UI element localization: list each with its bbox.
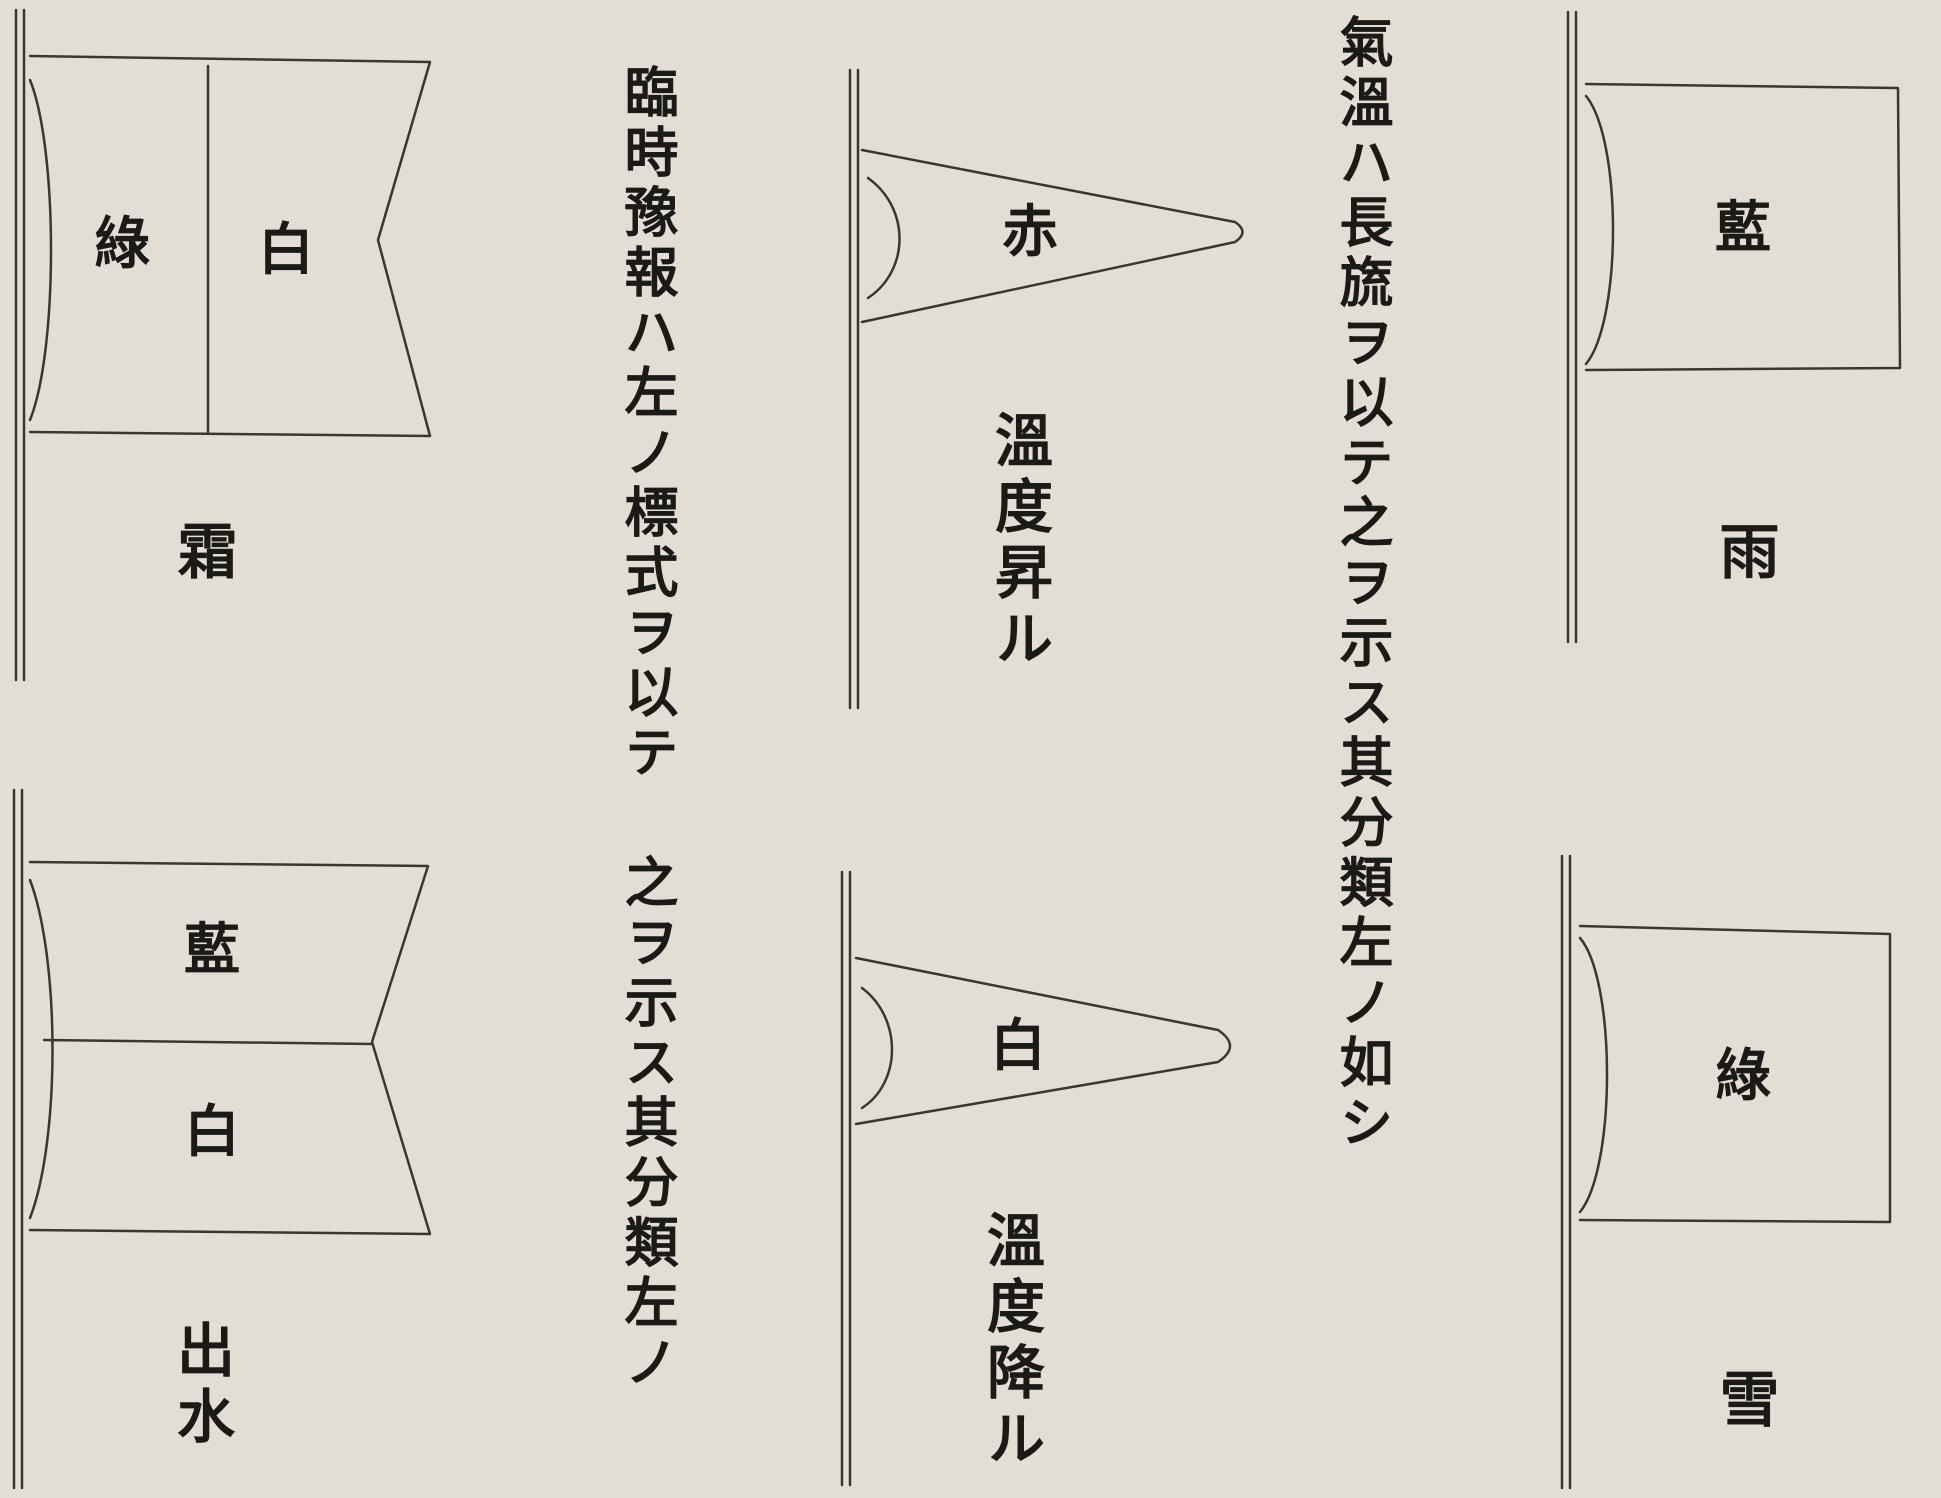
rain-flag-hoist bbox=[1584, 94, 1615, 366]
snow-flag-caption: 雪 bbox=[1709, 1368, 1779, 1436]
rain-flag-color-label: 藍 bbox=[1715, 195, 1771, 261]
temp-rise-caption: 溫度昇ル bbox=[985, 410, 1053, 674]
text-column-kion: 氣溫ハ長旒ヲ以テ之ヲ示ス其分類左ノ如シ bbox=[1330, 14, 1394, 1154]
text-column-rinji: 臨時豫報ハ左ノ標式ヲ以テ 之ヲ示ス其分類左ノ bbox=[615, 64, 679, 1394]
flood-flag bbox=[12, 788, 432, 1490]
temp-fall-caption: 溫度降ル bbox=[977, 1210, 1045, 1474]
rain-flag-cloth bbox=[1584, 82, 1902, 372]
flood-flag-bottom-label: 白 bbox=[184, 1099, 240, 1165]
temp-rise-pennant-cloth bbox=[860, 148, 1244, 324]
flood-flag-cloth bbox=[28, 860, 432, 1236]
snow-flag-color-label: 綠 bbox=[1715, 1043, 1771, 1109]
temp-fall-color-label: 白 bbox=[990, 1013, 1046, 1079]
frost-flag-left-label: 綠 bbox=[94, 211, 150, 277]
frost-flag-cloth bbox=[28, 54, 432, 438]
frost-flag-caption: 霜 bbox=[167, 520, 237, 588]
frost-flag bbox=[14, 8, 432, 682]
snow-flag-hoist bbox=[1578, 936, 1609, 1214]
temp-rise-pennant bbox=[848, 68, 1244, 710]
flood-flag-caption: 出水 bbox=[167, 1320, 235, 1452]
temp-fall-pennant bbox=[840, 870, 1232, 1487]
flood-flag-divider bbox=[42, 1038, 374, 1046]
flood-flag-hoist bbox=[28, 878, 54, 1220]
snow-flag-cloth bbox=[1578, 924, 1892, 1224]
temp-rise-hoist bbox=[866, 176, 901, 300]
rain-flag bbox=[1566, 10, 1902, 644]
snow-flag bbox=[1560, 854, 1892, 1490]
frost-flag-hoist bbox=[28, 78, 53, 422]
rain-flag-caption: 雨 bbox=[1709, 520, 1779, 588]
temp-fall-hoist bbox=[860, 986, 894, 1110]
frost-flag-right-label: 白 bbox=[258, 217, 314, 283]
temp-rise-color-label: 赤 bbox=[1002, 199, 1058, 265]
flood-flag-top-label: 藍 bbox=[184, 917, 240, 983]
temp-fall-pennant-cloth bbox=[854, 956, 1232, 1126]
